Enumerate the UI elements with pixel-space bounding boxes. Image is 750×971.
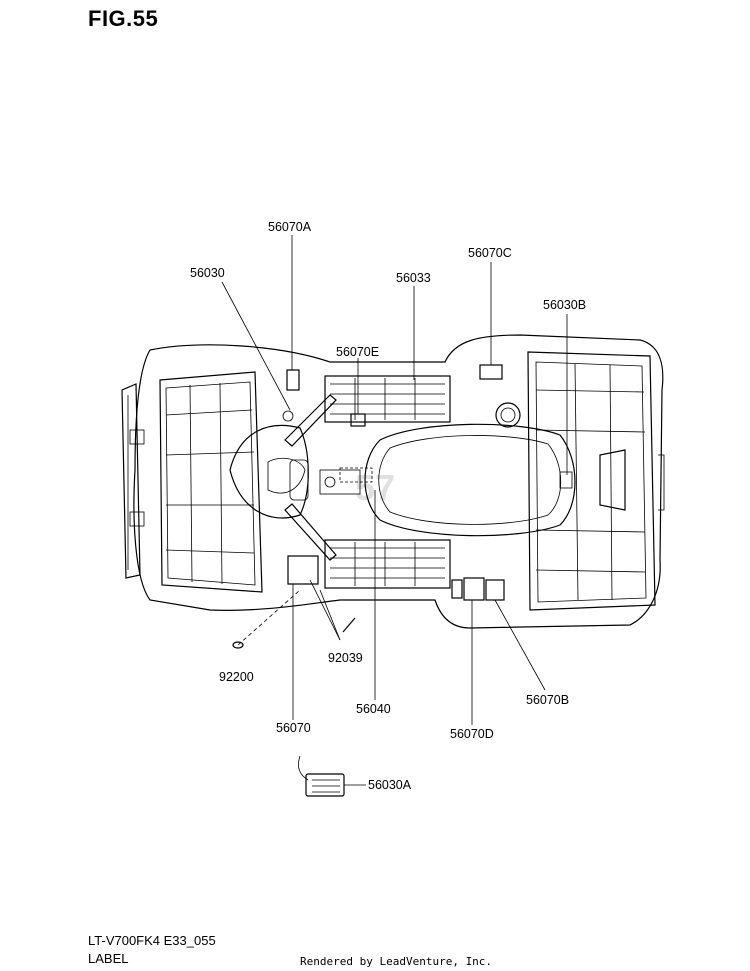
callout-56070A: 56070A xyxy=(268,220,312,234)
atv-body xyxy=(121,334,665,629)
label-56070A-part xyxy=(286,369,300,391)
footer-credit: Rendered by LeadVenture, Inc. xyxy=(300,955,493,968)
callout-56030: 56030 xyxy=(190,266,225,280)
label-56070D-part-1 xyxy=(451,579,463,599)
leader-lines xyxy=(221,235,568,786)
callout-56070: 56070 xyxy=(276,721,311,735)
callout-56070C: 56070C xyxy=(468,246,512,260)
callout-92200: 92200 xyxy=(219,670,254,684)
callouts: 56070A 56030 56033 56070C 56030B 56070E … xyxy=(190,220,586,792)
footer-section-name: LABEL xyxy=(88,951,129,966)
callout-56070E: 56070E xyxy=(336,345,379,359)
callout-92039: 92039 xyxy=(328,651,363,665)
footer-model-code: LT-V700FK4 E33_055 xyxy=(88,933,216,948)
label-56070B-part xyxy=(485,579,505,601)
label-parts xyxy=(232,364,573,797)
callout-56070B: 56070B xyxy=(526,693,569,707)
label-56070E-part xyxy=(350,413,366,427)
callout-56040: 56040 xyxy=(356,702,391,716)
label-56030A-part xyxy=(305,773,345,797)
callout-56030B: 56030B xyxy=(543,298,586,312)
callout-56033: 56033 xyxy=(396,271,431,285)
label-56030B-part xyxy=(559,471,573,489)
label-56070D-part-2 xyxy=(463,577,485,601)
callout-56030A: 56030A xyxy=(368,778,412,792)
label-56070C-part xyxy=(479,364,503,380)
label-56070-part xyxy=(287,555,319,585)
figure-title: FIG.55 xyxy=(88,6,159,31)
callout-56070D: 56070D xyxy=(450,727,494,741)
